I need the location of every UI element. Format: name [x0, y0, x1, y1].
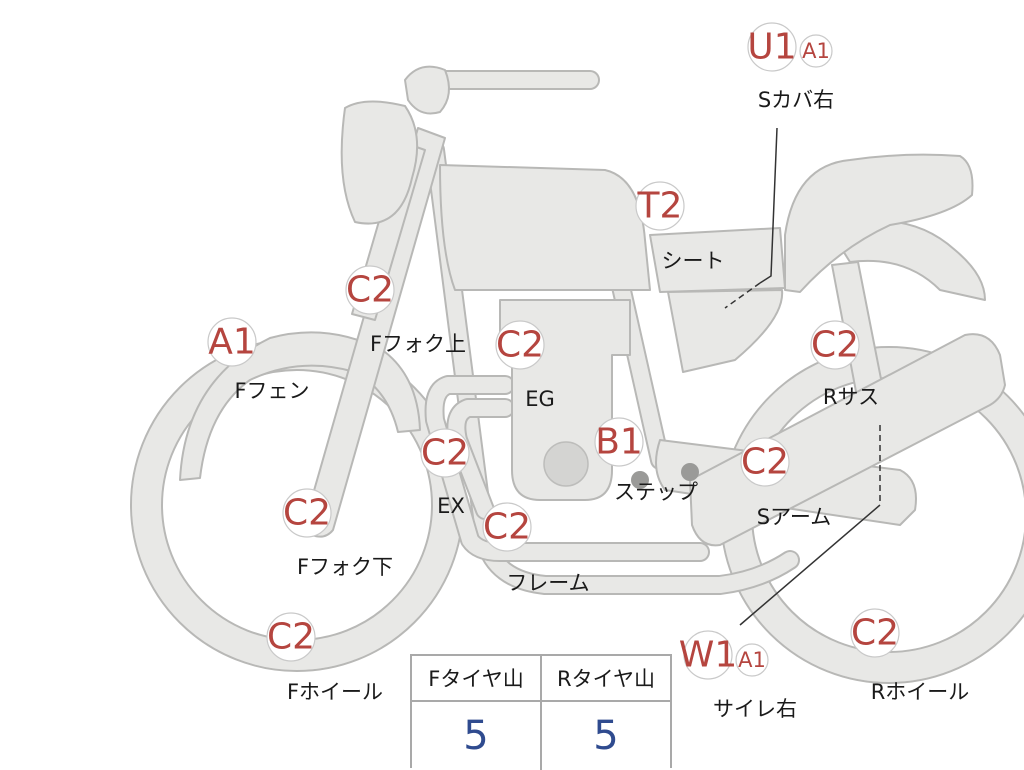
badge-swingarm: C2 [740, 437, 790, 487]
label-fork-upper: Fフォク上 [370, 332, 466, 356]
badge-exhaust: C2 [420, 428, 470, 478]
engine-cover [543, 441, 589, 487]
label-muffler-r: サイレ右 [713, 697, 797, 721]
tire-table-header: Fタイヤ山 Rタイヤ山 [412, 656, 670, 702]
badge-seat: T2 [635, 181, 685, 231]
grade-text: T2 [637, 186, 683, 227]
label-fork-lower: Fフォク下 [297, 555, 393, 579]
grade-text: U1 [747, 27, 796, 68]
badge-wheel-f: C2 [266, 612, 316, 662]
grade-text: B1 [595, 422, 643, 463]
grade-text: W1 [679, 635, 738, 676]
leader-side-cover-dash [724, 282, 761, 309]
grade-text: C2 [851, 613, 899, 654]
sub-grade-text: A1 [802, 39, 830, 63]
front-tire-value: 5 [463, 713, 489, 759]
label-step: ステップ [614, 480, 698, 504]
label-suspension-r: Rサス [823, 385, 879, 409]
badge-wheel-r: C2 [850, 608, 900, 658]
grade-text: C2 [483, 507, 531, 548]
label-fender-f: Fフェン [234, 379, 309, 403]
footpeg-rear [681, 463, 699, 481]
tire-table-values: 5 5 [412, 702, 670, 770]
badge-muffler-r: W1 A1 [679, 630, 769, 680]
seat-rail [649, 227, 786, 293]
label-side-cover-r: Sカバ右 [758, 88, 834, 112]
label-seat: シート [662, 249, 725, 273]
grade-text: A1 [208, 322, 256, 363]
label-swingarm: Sアーム [757, 505, 831, 529]
headlight [340, 100, 419, 225]
badge-engine: C2 [495, 320, 545, 370]
front-tire-header: Fタイヤ山 [428, 667, 524, 691]
mirror [404, 65, 450, 115]
sub-grade-text: A1 [738, 648, 766, 672]
motorcycle-silhouette [130, 65, 1024, 684]
grade-text: C2 [421, 433, 469, 474]
grade-text: C2 [346, 270, 394, 311]
side-cover [667, 289, 784, 373]
leader-side-cover [759, 127, 778, 284]
badge-side-cover-r: U1 A1 [747, 22, 833, 72]
leader-muffler [739, 504, 881, 626]
leader-lines [724, 127, 881, 626]
badge-step: B1 [594, 417, 644, 467]
label-exhaust: EX [437, 494, 465, 518]
footpeg-front [631, 471, 649, 489]
fuel-tank [439, 164, 651, 291]
tire-tread-table: Fタイヤ山 Rタイヤ山 5 5 [410, 654, 672, 770]
seat [784, 153, 974, 293]
badge-fork-upper: C2 [345, 265, 395, 315]
grade-text: C2 [283, 493, 331, 534]
rear-tire-value: 5 [540, 702, 670, 770]
badge-suspension-r: C2 [810, 320, 860, 370]
badge-fender-f: A1 [207, 317, 257, 367]
grade-text: C2 [496, 325, 544, 366]
label-wheel-f: Fホイール [287, 680, 383, 704]
badge-fork-lower: C2 [282, 488, 332, 538]
grade-text: C2 [267, 617, 315, 658]
label-engine: EG [525, 387, 555, 411]
grade-text: C2 [811, 325, 859, 366]
badge-frame: C2 [482, 502, 532, 552]
muffler [689, 333, 1006, 547]
grade-text: C2 [741, 442, 789, 483]
label-frame: フレーム [506, 571, 589, 595]
rear-tire-header: Rタイヤ山 [540, 656, 670, 700]
label-wheel-r: Rホイール [871, 680, 970, 704]
